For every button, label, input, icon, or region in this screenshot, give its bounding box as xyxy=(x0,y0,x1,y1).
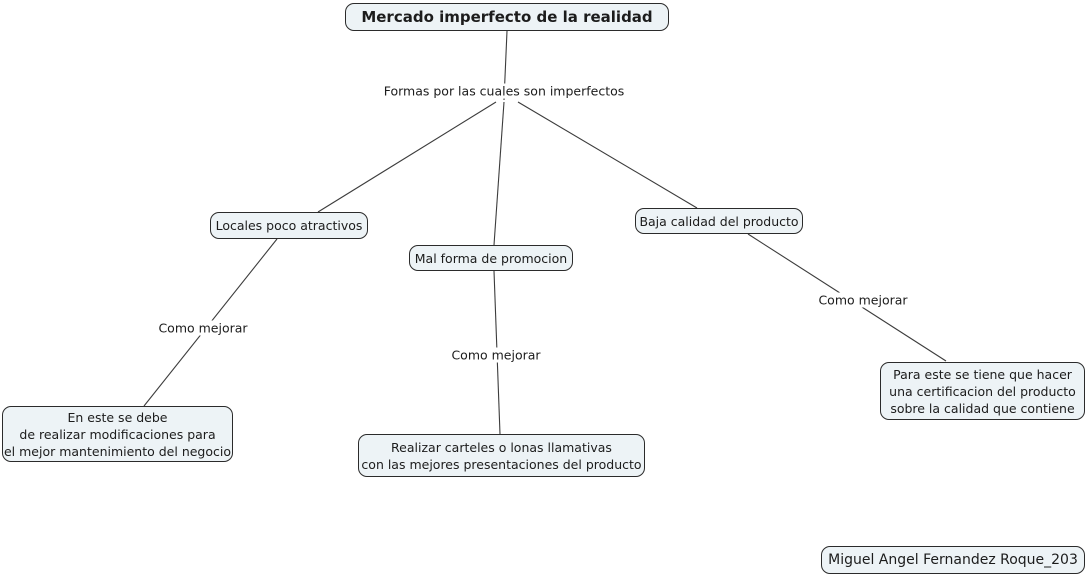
linking-phrase-root[interactable]: Formas por las cuales son imperfectos xyxy=(380,83,628,99)
concept-locales-poco-atractivos[interactable]: Locales poco atractivos xyxy=(210,212,368,239)
linking-phrase-como-mejorar-middle[interactable]: Como mejorar xyxy=(448,347,544,363)
line-root-to-locales xyxy=(317,101,497,213)
line-root-to-calidad xyxy=(517,101,698,209)
linking-phrase-como-mejorar-right[interactable]: Como mejorar xyxy=(815,292,911,308)
concept-baja-calidad-del-producto[interactable]: Baja calidad del producto xyxy=(635,208,803,234)
concept-title[interactable]: Mercado imperfecto de la realidad xyxy=(345,3,669,31)
concept-mal-forma-de-promocion[interactable]: Mal forma de promocion xyxy=(409,245,573,271)
concept-locales-solution[interactable]: En este se debe de realizar modificacion… xyxy=(2,406,233,462)
concept-calidad-solution[interactable]: Para este se tiene que hacer una certifi… xyxy=(880,362,1085,420)
line-root-to-promocion xyxy=(493,101,505,246)
author-signature-box[interactable]: Miguel Angel Fernandez Roque_203 xyxy=(821,546,1085,574)
concept-promocion-solution[interactable]: Realizar carteles o lonas llamativas con… xyxy=(358,434,645,477)
linking-phrase-como-mejorar-left[interactable]: Como mejorar xyxy=(155,320,251,336)
